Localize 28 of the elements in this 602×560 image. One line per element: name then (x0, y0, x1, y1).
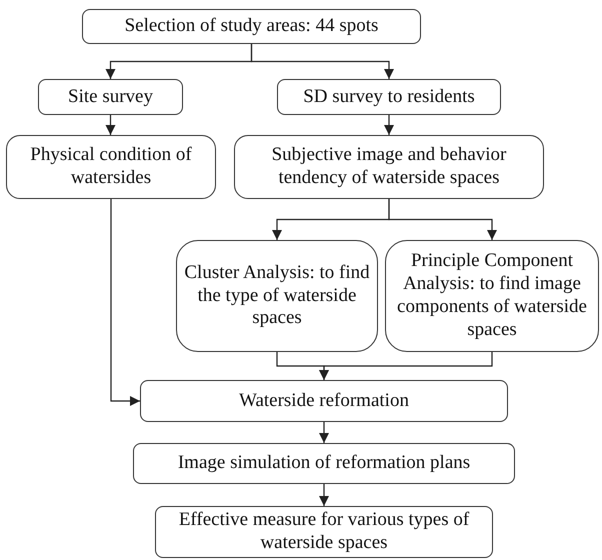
node-text: Selection of study areas: 44 spots (124, 15, 378, 38)
arrow (250, 44, 394, 79)
arrow (319, 422, 329, 443)
node-text: Waterside reformation (239, 390, 409, 412)
node-text: Principle Component Analysis: to find image components of waterside spaces (396, 250, 588, 342)
node-text: Image simulation of reformation plans (178, 452, 470, 475)
node-text: Physical condition of watersides (29, 144, 193, 190)
process-box (385, 240, 599, 352)
arrow (106, 115, 116, 135)
process-box (38, 79, 183, 115)
node-text: Subjective image and behavior tendency of waterside spaces (270, 144, 508, 190)
arrow (319, 484, 329, 506)
process-box (133, 443, 515, 484)
arrow (388, 199, 497, 240)
node-text: Site survey (68, 86, 153, 108)
arrow (319, 352, 493, 380)
process-box (155, 506, 493, 558)
process-box (234, 135, 544, 199)
arrow (384, 115, 394, 135)
node-text: Cluster Analysis: to find the type of waterside spaces (183, 262, 371, 330)
process-box (82, 9, 421, 44)
node-text: Effective measure for various types of waterside spaces (178, 509, 470, 555)
process-box (140, 380, 508, 422)
process-box (277, 79, 501, 115)
process-box (6, 135, 216, 199)
node-text: SD survey to residents (303, 86, 475, 108)
process-box (176, 240, 378, 352)
arrow (110, 199, 140, 406)
